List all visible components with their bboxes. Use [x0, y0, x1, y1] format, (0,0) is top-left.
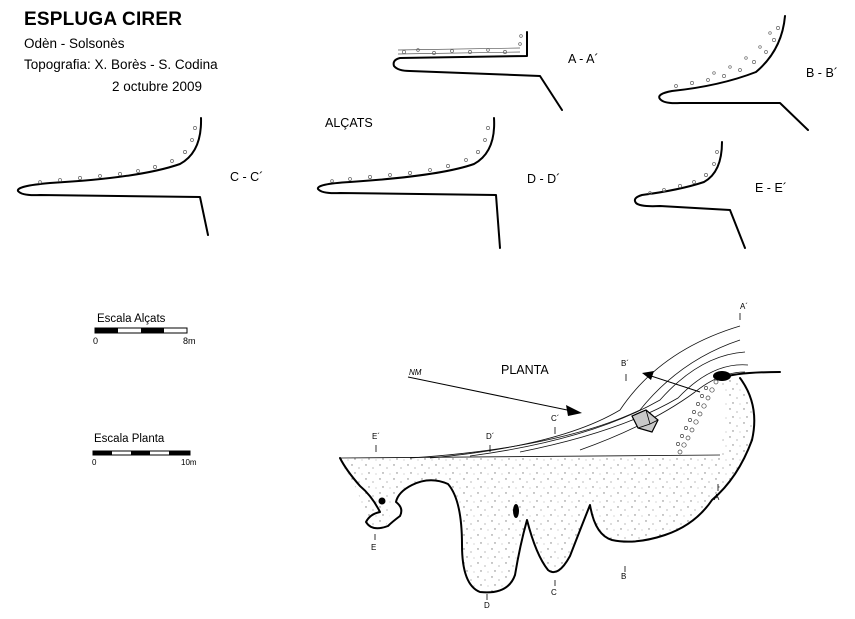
authors-text: Topografia: X. Borès - S. Codina	[24, 57, 218, 72]
survey-date: 2 octubre 2009	[112, 79, 203, 94]
mark-e-top: E´	[372, 432, 380, 441]
north-arrow	[407, 376, 582, 416]
elevations-heading: ALÇATS	[325, 116, 373, 130]
mark-a-bottom: A	[714, 493, 720, 502]
page-title: ESPLUGA CIRER	[24, 9, 183, 30]
section-c-c	[16, 117, 209, 236]
location-text: Odèn - Solsonès	[24, 36, 125, 51]
section-a-a	[392, 31, 563, 111]
mark-d-top: D´	[486, 432, 495, 441]
section-label-e-e: E - E´	[755, 181, 787, 195]
north-label: NM	[409, 368, 422, 377]
scale-bar-planta	[92, 450, 191, 456]
mark-c-top: C´	[551, 414, 560, 423]
section-e-e	[633, 141, 746, 249]
scale-planta-max: 10m	[181, 458, 197, 467]
mark-a-top: A´	[740, 302, 748, 311]
section-label-a-a: A - A´	[568, 52, 599, 66]
mark-c-bottom: C	[551, 588, 557, 597]
scale-planta-label: Escala Planta	[94, 433, 165, 445]
scale-bar-alcats	[94, 327, 188, 334]
plan-heading: PLANTA	[501, 363, 549, 377]
scale-alcats-label: Escala Alçats	[97, 313, 166, 325]
cave-plan	[339, 313, 781, 600]
mark-d-bottom: D	[484, 601, 490, 610]
scale-alcats-min: 0	[93, 336, 99, 346]
mark-b-bottom: B	[621, 572, 627, 581]
section-label-b-b: B - B´	[806, 66, 838, 80]
section-label-c-c: C - C´	[230, 170, 264, 184]
section-label-d-d: D - D´	[527, 172, 561, 186]
mark-b-top: B´	[621, 359, 629, 368]
mark-e-bottom: E	[371, 543, 377, 552]
section-b-b	[658, 15, 809, 131]
scale-planta-min: 0	[92, 458, 97, 467]
scale-alcats-max: 8m	[183, 336, 196, 346]
section-d-d	[316, 117, 501, 249]
